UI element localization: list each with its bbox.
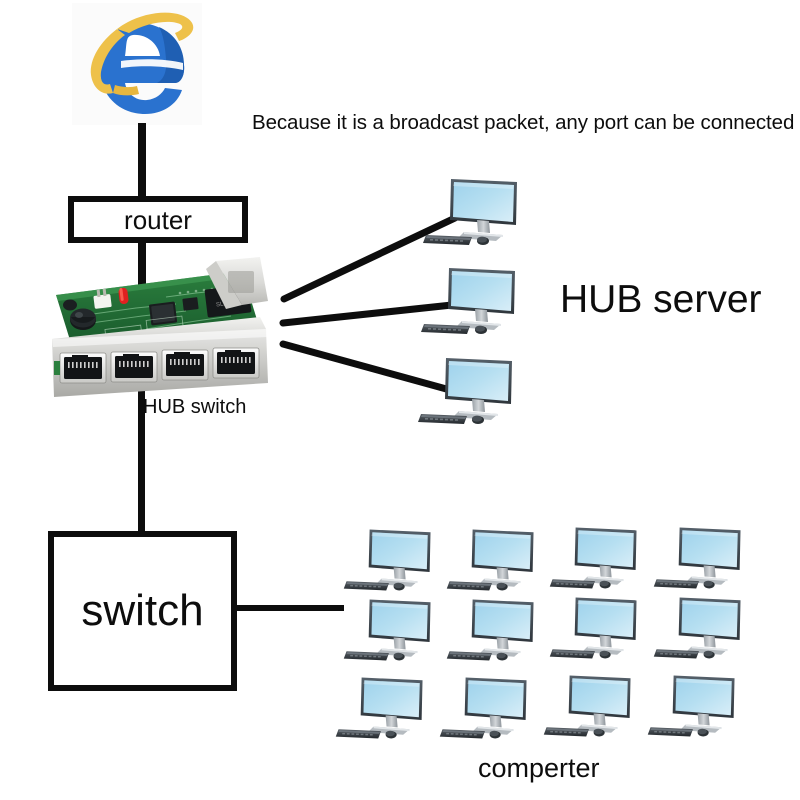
grid-computer[interactable] [443, 594, 541, 666]
grid-computer[interactable] [546, 592, 644, 664]
internet-explorer-logo [72, 3, 202, 125]
hub-switch-label: HUB switch [143, 396, 247, 418]
wire-internet-to-router [138, 123, 146, 199]
wire-switch-to-computers [232, 605, 344, 611]
switch-node[interactable]: switch [48, 531, 237, 691]
grid-computer[interactable] [436, 672, 534, 744]
computer-group-label: comperter [478, 753, 600, 783]
grid-computer[interactable] [443, 524, 541, 596]
switch-label: switch [81, 586, 204, 635]
grid-computer[interactable] [644, 670, 742, 742]
hub-switch-device[interactable]: SLK9261 [46, 257, 272, 403]
router-label: router [124, 204, 192, 235]
server-computer[interactable] [415, 352, 519, 430]
wire-router-to-hub-switch [138, 241, 146, 291]
grid-computer[interactable] [546, 522, 644, 594]
grid-computer[interactable] [650, 592, 748, 664]
router-node[interactable]: router [68, 196, 248, 243]
broadcast-note: Because it is a broadcast packet, any po… [252, 111, 795, 134]
grid-computer[interactable] [650, 522, 748, 594]
grid-computer[interactable] [540, 670, 638, 742]
server-computer[interactable] [420, 173, 524, 251]
hub-server-label: HUB server [560, 278, 762, 321]
grid-computer[interactable] [340, 594, 438, 666]
grid-computer[interactable] [340, 524, 438, 596]
grid-computer[interactable] [332, 672, 430, 744]
wire-hub-switch-to-switch [138, 388, 145, 534]
server-computer[interactable] [418, 262, 522, 340]
